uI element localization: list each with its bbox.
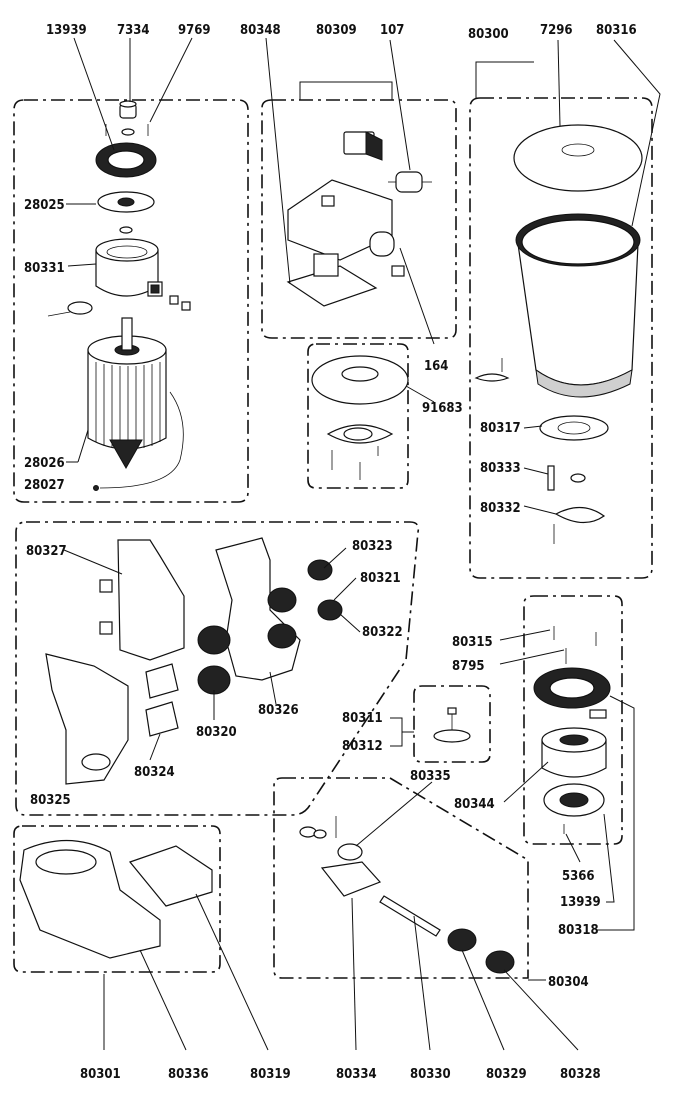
label-80324: 80324 [134, 765, 175, 780]
label-7296: 7296 [540, 23, 573, 38]
label-7334: 7334 [117, 23, 150, 38]
label-80334: 80334 [336, 1067, 377, 1082]
label-13939-top: 13939 [46, 23, 87, 38]
group-box-electronics [261, 99, 457, 339]
label-91683: 91683 [422, 401, 463, 416]
label-80316: 80316 [596, 23, 637, 38]
label-164: 164 [424, 359, 448, 374]
leader-lines [63, 37, 661, 1051]
group-box-adjuster [273, 777, 529, 979]
label-80315: 80315 [452, 635, 493, 650]
group-box-base [13, 825, 221, 973]
label-13939-bottom: 13939 [560, 895, 601, 910]
small-disc-parts [433, 707, 471, 743]
label-80344: 80344 [454, 797, 495, 812]
adjuster-parts [299, 816, 515, 974]
label-80330: 80330 [410, 1067, 451, 1082]
label-80326: 80326 [258, 703, 299, 718]
label-80319: 80319 [250, 1067, 291, 1082]
label-80311: 80311 [342, 711, 383, 726]
label-80331: 80331 [24, 261, 65, 276]
label-80333: 80333 [480, 461, 521, 476]
label-80318: 80318 [558, 923, 599, 938]
group-box-motor [13, 99, 249, 503]
label-107: 107 [380, 23, 404, 38]
label-80317: 80317 [480, 421, 521, 436]
label-80300: 80300 [468, 27, 509, 42]
label-80312: 80312 [342, 739, 383, 754]
label-28025: 28025 [24, 198, 65, 213]
label-28026: 28026 [24, 456, 65, 471]
base-parts [19, 839, 213, 959]
label-80329: 80329 [486, 1067, 527, 1082]
label-9769: 9769 [178, 23, 211, 38]
electronics-parts [286, 131, 432, 307]
group-box-small-disc [413, 685, 491, 763]
group-box-burr [523, 595, 623, 845]
label-80309: 80309 [316, 23, 357, 38]
label-80321: 80321 [360, 571, 401, 586]
motor-parts [47, 100, 191, 491]
label-8795: 8795 [452, 659, 485, 674]
group-box-cover-plate [307, 343, 409, 489]
burr-parts [533, 626, 611, 834]
label-80335: 80335 [410, 769, 451, 784]
label-80328: 80328 [560, 1067, 601, 1082]
label-80322: 80322 [362, 625, 403, 640]
label-80332: 80332 [480, 501, 521, 516]
part-labels: 13939 7334 9769 80348 80309 107 80300 72… [24, 23, 637, 1082]
label-28027: 28027 [24, 478, 65, 493]
label-80323: 80323 [352, 539, 393, 554]
group-box-chassis [15, 521, 420, 816]
cover-plate-parts [311, 355, 409, 480]
label-80327: 80327 [26, 544, 67, 559]
label-80348: 80348 [240, 23, 281, 38]
hopper-parts [474, 124, 643, 544]
label-80301: 80301 [80, 1067, 121, 1082]
label-5366: 5366 [562, 869, 595, 884]
label-80336: 80336 [168, 1067, 209, 1082]
label-80325: 80325 [30, 793, 71, 808]
group-box-hopper [469, 97, 653, 579]
chassis-parts [45, 537, 343, 785]
label-80304: 80304 [548, 975, 589, 990]
label-80320: 80320 [196, 725, 237, 740]
